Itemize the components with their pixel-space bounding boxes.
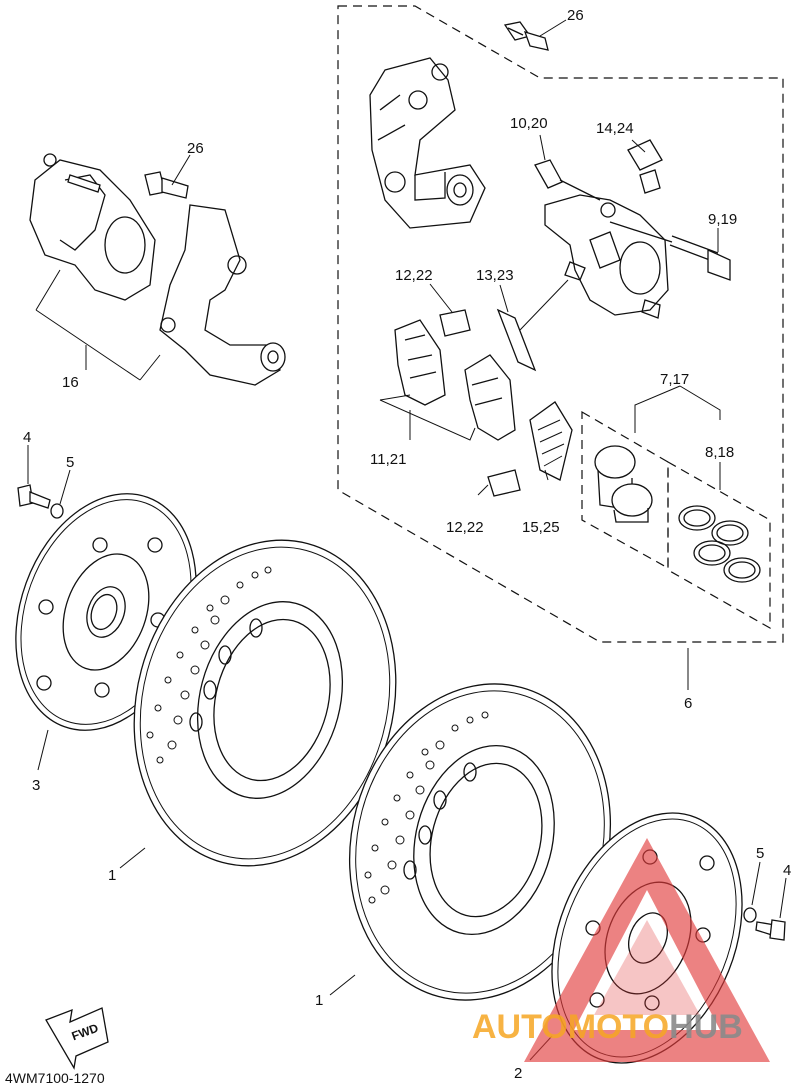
callout-5-right: 5 (756, 845, 764, 862)
callout-26-left: 26 (187, 140, 204, 157)
washer-5-right (743, 907, 757, 923)
callout-6: 6 (684, 695, 692, 712)
fwd-arrow-icon: FWD (45, 1007, 109, 1070)
brake-pad-1 (394, 319, 446, 406)
pad-spring-bottom (487, 469, 521, 497)
washer-5-left (50, 503, 64, 519)
piston-kit-boundary (667, 460, 771, 630)
leader-lines (27, 19, 787, 1061)
warning-triangle-icon (524, 838, 770, 1062)
bracket-left (159, 204, 286, 386)
brake-disc-upper (133, 539, 397, 867)
callout-26-top: 26 (567, 7, 584, 24)
callout-2: 2 (514, 1065, 522, 1082)
callout-5-left: 5 (66, 454, 74, 471)
callout-13-23: 13,23 (476, 267, 514, 284)
callout-1-lower: 1 (315, 992, 323, 1009)
caliper-bracket-right (369, 57, 486, 229)
brake-disc-lower (348, 683, 612, 1001)
callout-12-22-top: 12,22 (395, 267, 433, 284)
callout-16: 16 (62, 374, 79, 391)
callout-14-24: 14,24 (596, 120, 634, 137)
callout-3: 3 (32, 777, 40, 794)
caliper-left (29, 153, 156, 301)
watermark-text: AUTOMOTOHUB (472, 1008, 743, 1046)
callout-7-17: 7,17 (660, 371, 689, 388)
caliper-body-right (544, 194, 669, 319)
callout-9-19: 9,19 (708, 211, 737, 228)
callout-15-25: 15,25 (522, 519, 560, 536)
diagram-code: 4WM7100-1270 (5, 1070, 105, 1086)
callout-8-18: 8,18 (705, 444, 734, 461)
bleed-screw (534, 159, 601, 201)
callout-4-left: 4 (23, 429, 31, 446)
seal-kit-boundary (581, 410, 669, 570)
brake-pad-2 (464, 354, 516, 441)
bolt-26-top (503, 21, 549, 51)
bolt-4-right (755, 919, 786, 941)
pad-spring-top (439, 309, 471, 337)
disc-hub-right (551, 812, 743, 1064)
pad-shim (496, 308, 537, 372)
callout-1-upper: 1 (108, 867, 116, 884)
watermark-logo (524, 838, 770, 1062)
piston-seals (678, 505, 761, 583)
callout-10-20: 10,20 (510, 115, 548, 132)
callout-11-21: 11,21 (370, 451, 406, 468)
pistons (594, 445, 653, 523)
caliper-assembly-boundary (337, 5, 784, 643)
bolt-4-left (17, 484, 51, 509)
pad-insulator (529, 401, 573, 481)
bolt-26-left (144, 171, 189, 199)
bleed-cap (627, 139, 663, 194)
pin-bolt (609, 221, 731, 281)
callout-12-22-bottom: 12,22 (446, 519, 484, 536)
callout-4-right: 4 (783, 862, 791, 879)
